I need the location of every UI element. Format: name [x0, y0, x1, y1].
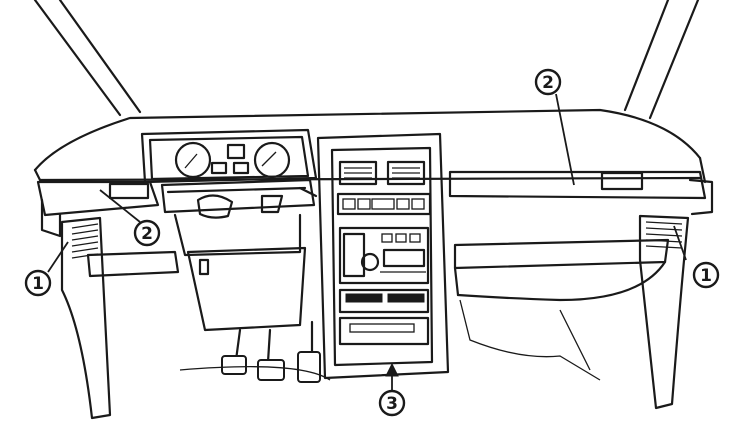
- windscreen-pillars: [33, 0, 700, 120]
- parcel-shelf: [86, 238, 670, 302]
- callout-2-top: 2: [534, 68, 562, 96]
- left-demister-vent: [36, 180, 160, 238]
- centre-console: [316, 132, 450, 380]
- leader-lines: [47, 93, 687, 390]
- floor: [179, 299, 601, 381]
- callout-label: 2: [141, 224, 153, 244]
- callout-3-bottom: 3: [378, 389, 406, 417]
- right-demister-vent: [448, 170, 714, 216]
- pedals: [221, 320, 321, 383]
- callout-label: 3: [386, 394, 398, 414]
- dashboard-top: [33, 108, 707, 184]
- callout-1-left: 1: [24, 269, 52, 297]
- callout-2-left: 2: [133, 219, 161, 247]
- steering-column: [160, 178, 318, 257]
- callout-1-right: 1: [692, 261, 720, 289]
- callout-label: 1: [32, 274, 44, 294]
- knee-panel: [186, 246, 307, 332]
- callout-label: 1: [700, 266, 712, 286]
- right-side-trim: [638, 214, 690, 410]
- left-side-trim: [60, 216, 112, 420]
- instrument-cluster: [140, 128, 318, 184]
- callout-label: 2: [542, 73, 554, 93]
